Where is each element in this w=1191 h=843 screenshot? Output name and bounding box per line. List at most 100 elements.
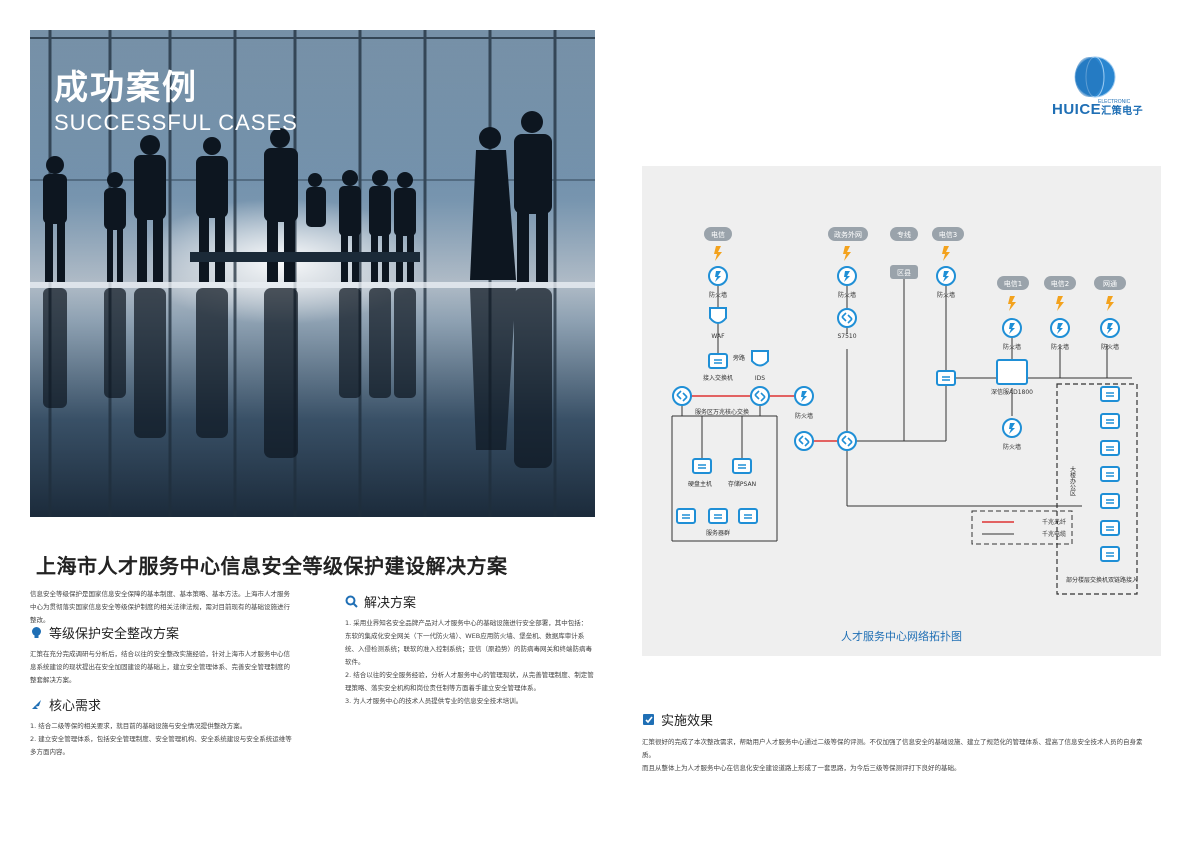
rocket-icon: [32, 700, 41, 709]
access-switch-icon: [708, 353, 728, 369]
company-logo: ELECTRONIC HUICE汇策电子: [1052, 55, 1143, 125]
section-results-heading: 实施效果: [642, 710, 713, 729]
results-item: 汇策很好的完成了本次整改需求，帮助用户人才服务中心通过二级等保的评测。不仅加强了…: [642, 738, 1143, 759]
logo-globe-icon: [1074, 56, 1116, 98]
section-solution-list: 1. 采用业界知名安全品牌产品对人才服务中心的基础设施进行安全部署，其中包括： …: [345, 617, 595, 708]
label-s7510: S7510: [837, 333, 856, 340]
lightning-icon: [1056, 296, 1064, 311]
lightning-icon: [942, 246, 950, 261]
lightning-icon: [714, 246, 722, 261]
firewall-icon: [1100, 318, 1120, 338]
solution-item: 1. 采用业界知名安全品牌产品对人才服务中心的基础设施进行安全部署，其中包括：: [345, 619, 588, 627]
floor-switch-icon: [1100, 440, 1120, 456]
section-solution-title: 解决方案: [364, 596, 417, 611]
section-results-title: 实施效果: [661, 714, 714, 729]
section-core-needs-list: 1. 结合二级等保的相关要求，就目前的基础设施与安全情况提供整改方案。 2. 建…: [30, 720, 292, 759]
label-firewall: 防火墙: [1101, 343, 1119, 351]
node-netcom: 网通: [1103, 279, 1117, 288]
section-rectification-title: 等级保护安全整改方案: [49, 627, 180, 642]
host-icon: [692, 458, 712, 474]
solution-item: 东软的集成化安全网关（下一代防火墙）、WEB应用防火墙、堡垒机、数据库审计系统、…: [345, 632, 592, 666]
floor-switch-icon: [1100, 520, 1120, 536]
solution-item: 3. 为人才服务中心的技术人员提供专业的信息安全技术培训。: [345, 697, 523, 705]
firewall-icon: [1050, 318, 1070, 338]
firewall-icon: [1002, 318, 1022, 338]
firewall-icon: [708, 266, 728, 286]
lightbulb-icon: [32, 627, 41, 638]
section-solution-heading: 解决方案: [345, 592, 416, 611]
label-deep-ad: 深信服AD1800: [991, 388, 1033, 396]
section-core-needs-title: 核心需求: [49, 699, 102, 714]
node-telecom: 电信: [711, 230, 725, 239]
storage-icon: [732, 458, 752, 474]
label-virtual-host: 硬盘主机: [688, 480, 712, 488]
gateway-device-icon: [936, 370, 956, 386]
switch-icon: [837, 431, 857, 451]
hero-title: 成功案例: [54, 68, 198, 108]
label-server-group: 服务器群: [706, 529, 730, 537]
document-title: 上海市人才服务中心信息安全等级保护建设解决方案: [36, 554, 508, 578]
hero-photo: 成功案例 SUCCESSFUL CASES: [30, 30, 595, 517]
label-firewall: 防火墙: [1003, 443, 1021, 451]
legend-gigabit-cable: 千兆电缆: [1042, 530, 1066, 538]
ids-shield-icon: [751, 350, 769, 367]
floor-switch-icon: [1100, 466, 1120, 482]
node-telecom3: 电信3: [939, 230, 957, 239]
node-district: 区县: [897, 269, 911, 277]
firewall-icon: [936, 266, 956, 286]
logo-brand: HUICE: [1052, 101, 1102, 118]
lightning-icon: [843, 246, 851, 261]
node-gov-net: 政务外网: [834, 230, 862, 239]
label-firewall: 防火墙: [709, 291, 727, 299]
section-core-needs-heading: 核心需求: [30, 695, 101, 714]
search-icon: [345, 595, 358, 608]
floor-switch-icon: [1100, 493, 1120, 509]
floor-switch-icon: [1100, 546, 1120, 562]
logo-brand-cn: 汇策电子: [1101, 106, 1144, 117]
label-ids: IDS: [755, 375, 765, 382]
firewall-icon: [1002, 418, 1022, 438]
diagram-caption: 人才服务中心网络拓扑图: [841, 630, 962, 643]
legend-gigabit-fiber: 千兆光纤: [1042, 518, 1066, 526]
label-core-switch: 服务区万兆核心交换: [695, 408, 749, 416]
lightning-icon: [1106, 296, 1114, 311]
label-building-office: 大楼办公区: [1069, 465, 1076, 496]
logo-text: HUICE汇策电子: [1052, 101, 1143, 118]
label-floor-switch: 部分楼层交换机双链路接入: [1066, 576, 1138, 584]
label-bypass: 旁路: [733, 354, 745, 362]
firewall-icon: [794, 386, 814, 406]
label-waf: WAF: [711, 333, 725, 340]
label-firewall: 防火墙: [838, 291, 856, 299]
server-icon: [676, 508, 696, 524]
label-access-switch: 接入交换机: [703, 374, 733, 382]
node-telecom2: 电信2: [1051, 279, 1069, 288]
core-needs-item: 2. 建立安全管理体系，包括安全管理制度、安全管理机构、安全系统建设与安全系统运…: [30, 735, 292, 756]
server-icon: [738, 508, 758, 524]
label-firewall: 防火墙: [937, 291, 955, 299]
intro-paragraph: 信息安全等级保护是国家信息安全保障的基本制度、基本策略、基本方法。上海市人才服务…: [30, 590, 290, 624]
core-needs-item: 1. 结合二级等保的相关要求，就目前的基础设施与安全情况提供整改方案。: [30, 722, 247, 730]
firewall-icon: [837, 266, 857, 286]
core-switch-icon: [750, 386, 770, 406]
node-dedicated: 专线: [897, 230, 911, 239]
label-storage: 存储PSAN: [728, 480, 756, 488]
switch-icon: [794, 431, 814, 451]
node-telecom1: 电信1: [1004, 279, 1022, 288]
section-rectification-body: 汇策在充分完成调研与分析后，结合以往的安全整改实施经验，针对上海市人才服务中心信…: [30, 650, 290, 684]
edit-check-icon: [643, 714, 654, 725]
section-results-list: 汇策很好的完成了本次整改需求，帮助用户人才服务中心通过二级等保的评测。不仅加强了…: [642, 736, 1152, 775]
network-topology-panel: 电信 政务外网 专线 电信3 区县 电信1 电信2 网通: [642, 166, 1161, 656]
switch-s7510-icon: [837, 308, 857, 328]
lightning-icon: [1008, 296, 1016, 311]
label-firewall: 防火墙: [795, 412, 813, 420]
network-topology-diagram: 电信 政务外网 专线 电信3 区县 电信1 电信2 网通: [671, 227, 1138, 595]
server-icon: [708, 508, 728, 524]
floor-switch-icon: [1100, 413, 1120, 429]
telecom-tag-bg: [704, 227, 732, 241]
core-switch-icon: [672, 386, 692, 406]
floor-switch-icon: [1100, 386, 1120, 402]
deep-ad-device-icon: [996, 359, 1028, 385]
label-firewall: 防火墙: [1003, 343, 1021, 351]
label-firewall: 防火墙: [1051, 343, 1069, 351]
section-rectification-heading: 等级保护安全整改方案: [30, 623, 179, 642]
